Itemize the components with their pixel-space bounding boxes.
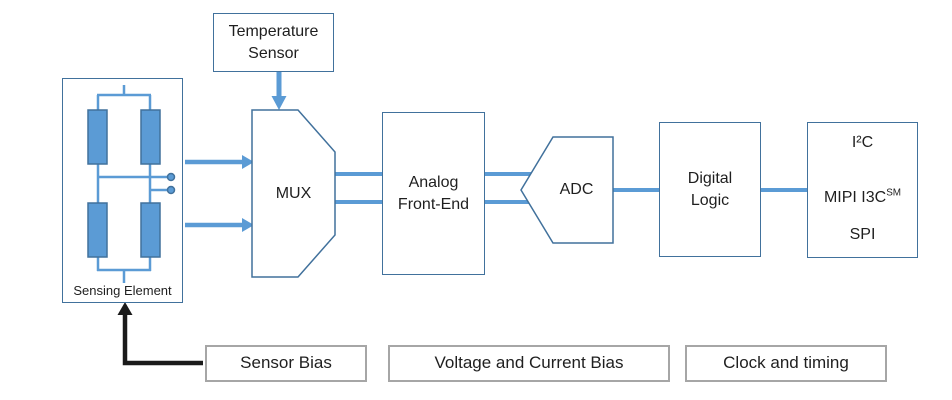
- arrow-down-icon: [271, 72, 287, 110]
- i2c-label: I²C: [851, 134, 874, 151]
- mux-shape: [251, 109, 336, 278]
- analog-front-end-block: Analog Front-End: [382, 112, 485, 275]
- bridge-terminal-dot: [166, 172, 176, 182]
- temperature-sensor-label: Temperature Sensor: [228, 22, 319, 62]
- bridge-resistors: [87, 109, 176, 258]
- bridge-resistor: [140, 202, 161, 258]
- bridge-resistor: [140, 109, 161, 165]
- voltage-current-bias-block: Voltage and Current Bias: [388, 345, 670, 382]
- sensing-element-block: Sensing Element: [62, 78, 183, 303]
- adc-block: ADC: [540, 137, 613, 243]
- voltage-current-bias-label: Voltage and Current Bias: [434, 353, 624, 373]
- digital-logic-label: Digital Logic: [687, 169, 733, 209]
- clock-timing-label: Clock and timing: [723, 353, 849, 373]
- arrow-right-icon: [185, 218, 254, 232]
- mipi-i3c-label: MIPI I3CSM: [824, 171, 901, 206]
- arrow-right-icon: [185, 155, 254, 169]
- mipi-i3c-superscript: SM: [886, 187, 902, 199]
- bridge-terminal-dot: [166, 185, 176, 195]
- interface-block: I²C MIPI I3CSM SPI: [807, 122, 918, 258]
- mipi-i3c-base: MIPI I3C: [823, 189, 887, 206]
- mux-block: MUX: [252, 110, 335, 277]
- sensor-bias-block: Sensor Bias: [205, 345, 367, 382]
- sensor-bias-label: Sensor Bias: [240, 353, 332, 373]
- analog-front-end-label: Analog Front-End: [397, 173, 470, 213]
- mux-label: MUX: [275, 184, 312, 202]
- sensing-element-label: Sensing Element: [73, 283, 172, 298]
- adc-label: ADC: [559, 181, 594, 199]
- wheatstone-bridge: [96, 85, 169, 283]
- adc-shape: [520, 136, 614, 244]
- clock-timing-block: Clock and timing: [685, 345, 887, 382]
- arrow-up-icon: [117, 302, 203, 366]
- bridge-resistor: [87, 202, 108, 258]
- digital-logic-block: Digital Logic: [659, 122, 761, 257]
- bridge-resistor: [87, 109, 108, 165]
- temperature-sensor-block: Temperature Sensor: [213, 13, 334, 72]
- spi-label: SPI: [849, 226, 876, 244]
